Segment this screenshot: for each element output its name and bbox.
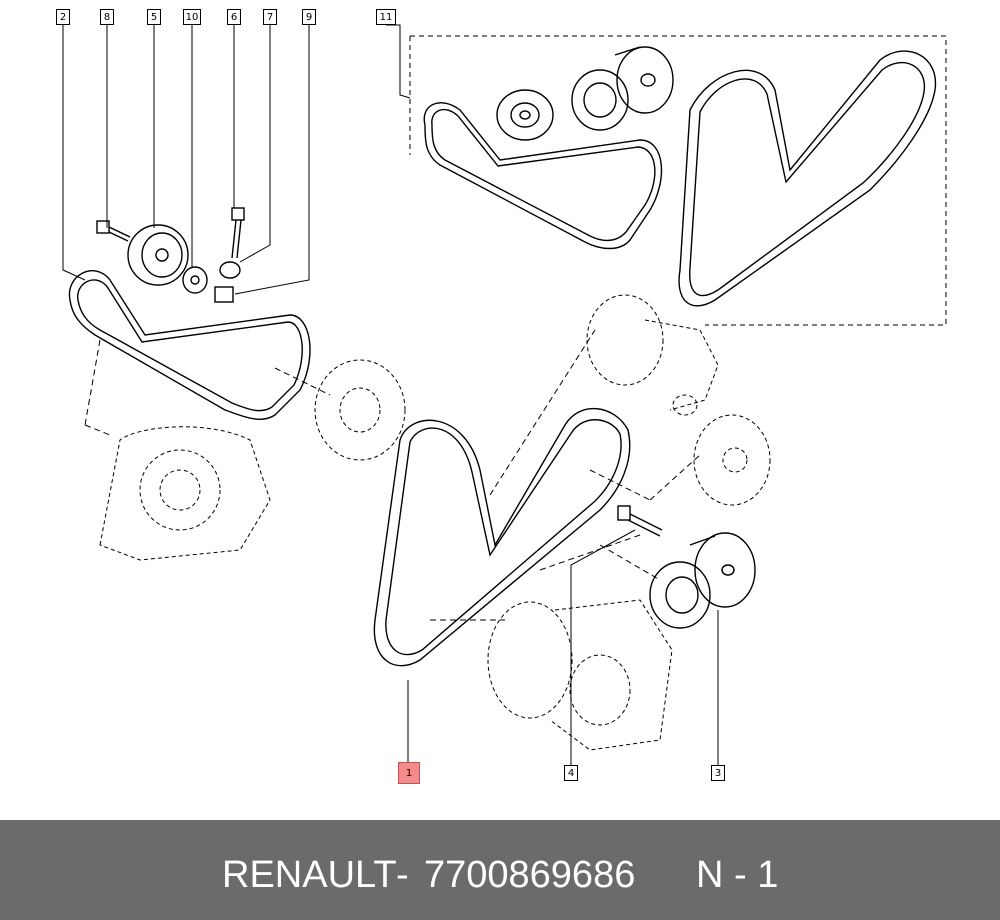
bolt-8 — [96, 220, 131, 242]
power-steering-pump — [586, 294, 719, 416]
alternator-left — [99, 426, 271, 561]
callout-9: 9 — [302, 9, 316, 25]
pulley-5 — [127, 224, 189, 286]
callout-leaders — [62, 24, 719, 765]
belt-item-1 — [373, 408, 631, 667]
callout-10: 10 — [183, 9, 201, 25]
callout-1: 1 — [398, 762, 420, 784]
kit-11-idler-pulley — [496, 89, 554, 141]
callout-11: 11 — [376, 9, 396, 25]
callout-7: 7 — [263, 9, 277, 25]
parts-diagram: 2 8 5 10 6 7 9 11 1 4 3 — [56, 9, 947, 784]
callout-2: 2 — [56, 9, 70, 25]
callout-3: 3 — [711, 765, 725, 781]
leader-dashed-left — [84, 339, 331, 436]
spacer-9 — [214, 286, 234, 303]
brand-name: RENAULT — [222, 854, 397, 896]
callout-6: 6 — [227, 9, 241, 25]
callout-4: 4 — [564, 765, 578, 781]
tensioner-3 — [649, 532, 756, 629]
washer-10 — [182, 266, 208, 294]
nut-7 — [219, 261, 241, 279]
callout-8: 8 — [100, 9, 114, 25]
kit-11-frame — [409, 35, 947, 326]
leader-dashed-main — [430, 329, 701, 621]
kit-11-tensioner — [571, 46, 674, 131]
brand-separator: - — [396, 854, 409, 896]
page-reference: N - 1 — [696, 854, 779, 896]
part-number: 7700869686 — [424, 854, 636, 896]
bolt-4 — [617, 505, 663, 537]
bolt-6 — [231, 207, 245, 259]
crank-pulley-left — [314, 359, 406, 461]
callout-5: 5 — [147, 9, 161, 25]
diagram-drawing — [62, 24, 947, 765]
footer-bar: RENAULT - 7700869686 N - 1 — [0, 820, 1000, 920]
kit-11-small-belt — [423, 102, 663, 250]
belt-item-2 — [68, 270, 311, 420]
crank-pulley-right — [693, 414, 771, 506]
kit-11-large-belt — [678, 50, 937, 307]
ac-compressor — [487, 599, 673, 751]
